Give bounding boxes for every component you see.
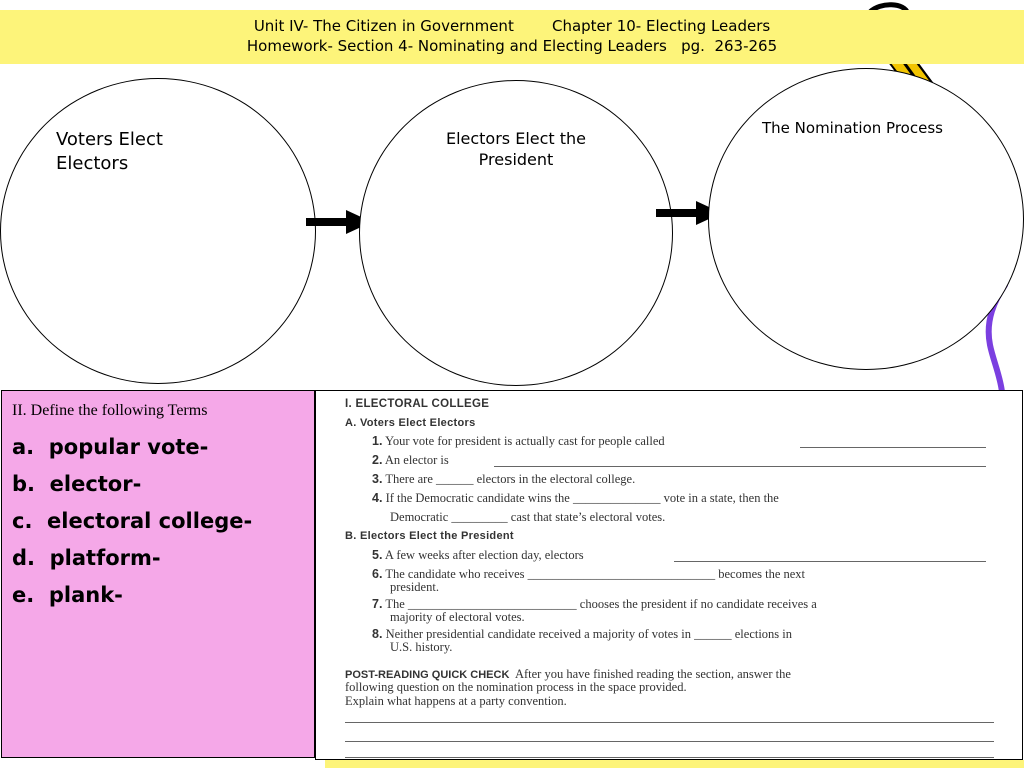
terms-list: a. popular vote- b. elector- c. electora… (12, 429, 252, 614)
term-item: c. electoral college- (12, 509, 253, 533)
question-1: 1. Your vote for president is actually c… (372, 434, 665, 448)
title-line-2: Homework- Section 4- Nominating and Elec… (246, 37, 778, 55)
answer-line (345, 722, 994, 723)
title-banner: Unit IV- The Citizen in Government Chapt… (0, 10, 1024, 64)
question-8: 8. Neither presidential candidate receiv… (372, 627, 793, 641)
circle-electors-elect-president (359, 80, 673, 386)
answer-line (345, 757, 994, 758)
term-item: e. plank- (12, 583, 123, 607)
answer-line (345, 741, 994, 742)
terms-title: II. Define the following Terms (12, 402, 208, 419)
circle-1-label: Voters Elect Electors (56, 129, 163, 174)
question-8-cont: U.S. history. (390, 640, 453, 654)
question-2: 2. An elector is (372, 453, 449, 467)
question-7-cont: majority of electoral votes. (390, 610, 525, 624)
section-a-heading: A. Voters Elect Electors (345, 417, 476, 429)
question-5: 5. A few weeks after election day, elect… (372, 548, 584, 562)
question-6-cont: president. (390, 580, 439, 594)
circle-nomination-process (708, 68, 1024, 370)
worksheet-heading: I. ELECTORAL COLLEGE (345, 398, 490, 410)
post-reading-line-1: POST-READING QUICK CHECK After you have … (345, 667, 791, 681)
post-reading-line-3: Explain what happens at a party conventi… (345, 694, 567, 708)
circle-voters-elect-electors (0, 78, 316, 384)
post-reading-line-2: following question on the nomination pro… (345, 680, 687, 694)
question-4-cont: Democratic _________ cast that state’s e… (390, 510, 666, 524)
bottom-yellow-strip (325, 760, 1024, 768)
question-3: 3. There are ______ electors in the elec… (372, 472, 636, 486)
question-6: 6. The candidate who receives __________… (372, 567, 806, 581)
term-item: d. platform- (12, 546, 161, 570)
electoral-college-worksheet: I. ELECTORAL COLLEGE A. Voters Elect Ele… (315, 390, 1023, 760)
define-terms-panel: II. Define the following Terms a. popula… (1, 390, 315, 758)
circle-3-label: The Nomination Process (762, 119, 943, 137)
question-4: 4. If the Democratic candidate wins the … (372, 491, 779, 505)
term-item: a. popular vote- (12, 435, 209, 459)
question-7: 7. The ___________________________ choos… (372, 597, 817, 611)
post-reading-heading: POST-READING QUICK CHECK (345, 669, 510, 681)
term-item: b. elector- (12, 472, 142, 496)
section-b-heading: B. Electors Elect the President (345, 530, 514, 542)
circle-2-label: Electors Elect the President (445, 129, 587, 169)
title-line-1: Unit IV- The Citizen in Government Chapt… (253, 17, 771, 35)
